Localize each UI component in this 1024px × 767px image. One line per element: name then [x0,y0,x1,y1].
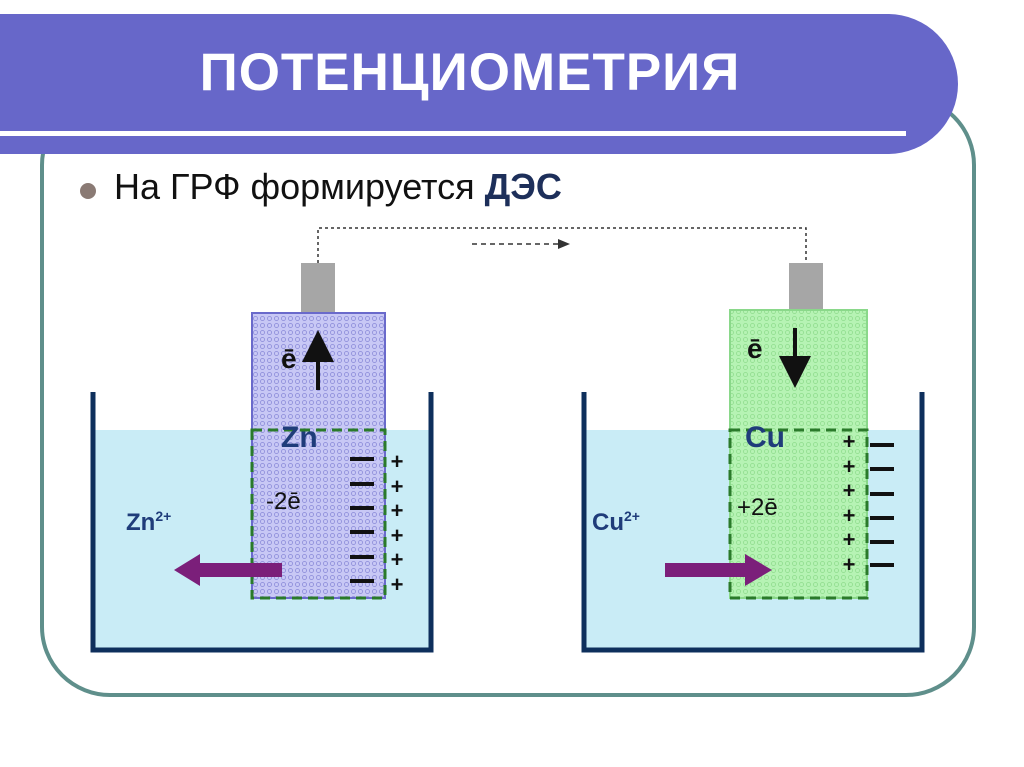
external-wire [317,227,807,263]
cu-ion-arrow [665,554,772,586]
wire-direction-arrow [472,239,570,249]
bullet-text: На ГРФ формируется ДЭС [114,166,562,208]
zn-ion-symbol: Zn [126,509,156,536]
bullet-dot [80,183,96,199]
zn-ion-label: Zn2+ [126,508,171,537]
cu-ion-label: Cu2+ [592,508,640,537]
cu-metal-label: Cu [745,421,785,454]
cu-electron-change: +2ē [737,494,778,521]
zn-electron-change: -2ē [266,488,301,515]
cu-terminal [789,263,823,310]
zn-ion-charge: 2+ [155,508,172,524]
zn-terminal [301,263,335,313]
slide-title: ПОТЕНЦИОМЕТРИЯ [199,43,741,102]
zn-solution-charges-positive: ++++++ [390,449,404,597]
cu-electron-label: ē [747,333,763,364]
zn-ion-arrow [174,554,282,586]
zn-surface-charges-negative [350,457,374,583]
cu-surface-charges-positive: ++++++ [842,429,856,577]
title-bar [0,14,958,154]
right-beaker [581,392,925,653]
cu-ion-charge: 2+ [624,508,640,524]
title-underline [0,131,906,136]
cu-solution-charges-negative [870,443,894,567]
zn-metal-label: Zn [281,421,318,454]
cu-double-layer [728,428,869,600]
bullet-text-emphasis: ДЭС [484,166,562,207]
zn-double-layer [250,428,387,600]
cu-ion-symbol: Cu [592,509,624,536]
left-beaker [90,392,434,653]
bullet-text-main: На ГРФ формируется [114,166,475,207]
zn-electron-label: ē [281,343,297,374]
